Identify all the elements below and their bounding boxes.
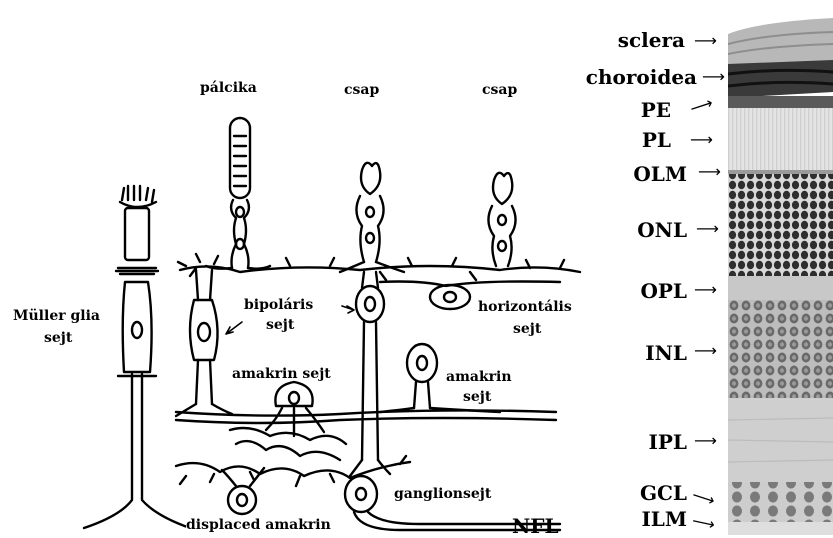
arrow-icon: ⟶ [694, 282, 717, 298]
histology-micrograph [728, 0, 833, 535]
layer-label-gcl: GCL [640, 483, 687, 503]
arrow-icon: ⟶ [702, 69, 725, 85]
rod-label: pálcika [200, 81, 257, 95]
bipolar-label-line2: sejt [266, 318, 294, 332]
muller-glia-label-line2: sejt [44, 331, 72, 345]
layer-label-choroidea: choroidea [586, 67, 697, 87]
cone-cell-2 [488, 173, 515, 266]
cone-cell-1 [340, 163, 404, 272]
arrow-icon: ⟶ [690, 132, 713, 148]
amacrine-label-1: amakrin sejt [232, 367, 331, 381]
muller-glia-label-line1: Müller glia [13, 309, 100, 323]
layer-label-inl: INL [645, 343, 687, 363]
arrow-icon: ⟶ [696, 221, 719, 237]
arrow-icon: ⟶ [691, 513, 717, 533]
outer-plexiform-band [178, 254, 580, 280]
layer-label-onl: ONL [637, 220, 687, 240]
nfl-label: NFL [512, 516, 559, 536]
rod-cell [206, 118, 270, 269]
cone-label-1: csap [344, 83, 379, 97]
layer-label-pe: PE [641, 100, 671, 120]
bipolar-cell-2 [356, 272, 384, 460]
horizontal-label-line2: sejt [513, 322, 541, 336]
layer-label-opl: OPL [640, 281, 687, 301]
amacrine-label-2-line2: sejt [463, 390, 491, 404]
layer-label-ipl: IPL [649, 432, 687, 452]
amacrine-label-2-line1: amakrin [446, 370, 512, 384]
arrow-icon: ⟶ [698, 164, 721, 180]
arrow-icon: ⟶ [694, 33, 717, 49]
arrow-icon: ⟶ [694, 433, 717, 449]
layer-label-ilm: ILM [641, 509, 687, 529]
layer-label-sclera: sclera [618, 30, 685, 50]
layer-label-pl: PL [642, 130, 671, 150]
inner-plexiform-band [176, 410, 556, 486]
bipolar-cell-1 [176, 270, 232, 416]
bipolar-label-line1: bipoláris [244, 298, 313, 312]
arrow-icon: ⟶ [694, 343, 717, 359]
horizontal-label-line1: horizontális [478, 300, 572, 314]
cone-label-2: csap [482, 83, 517, 97]
layer-label-olm: OLM [633, 164, 687, 184]
muller-glia-cell [84, 186, 190, 528]
ganglion-label: ganglionsejt [394, 487, 491, 501]
displaced-amacrine-label: displaced amakrin [186, 518, 331, 532]
amacrine-cell-1 [266, 382, 324, 436]
displaced-amacrine-cell [222, 468, 264, 514]
